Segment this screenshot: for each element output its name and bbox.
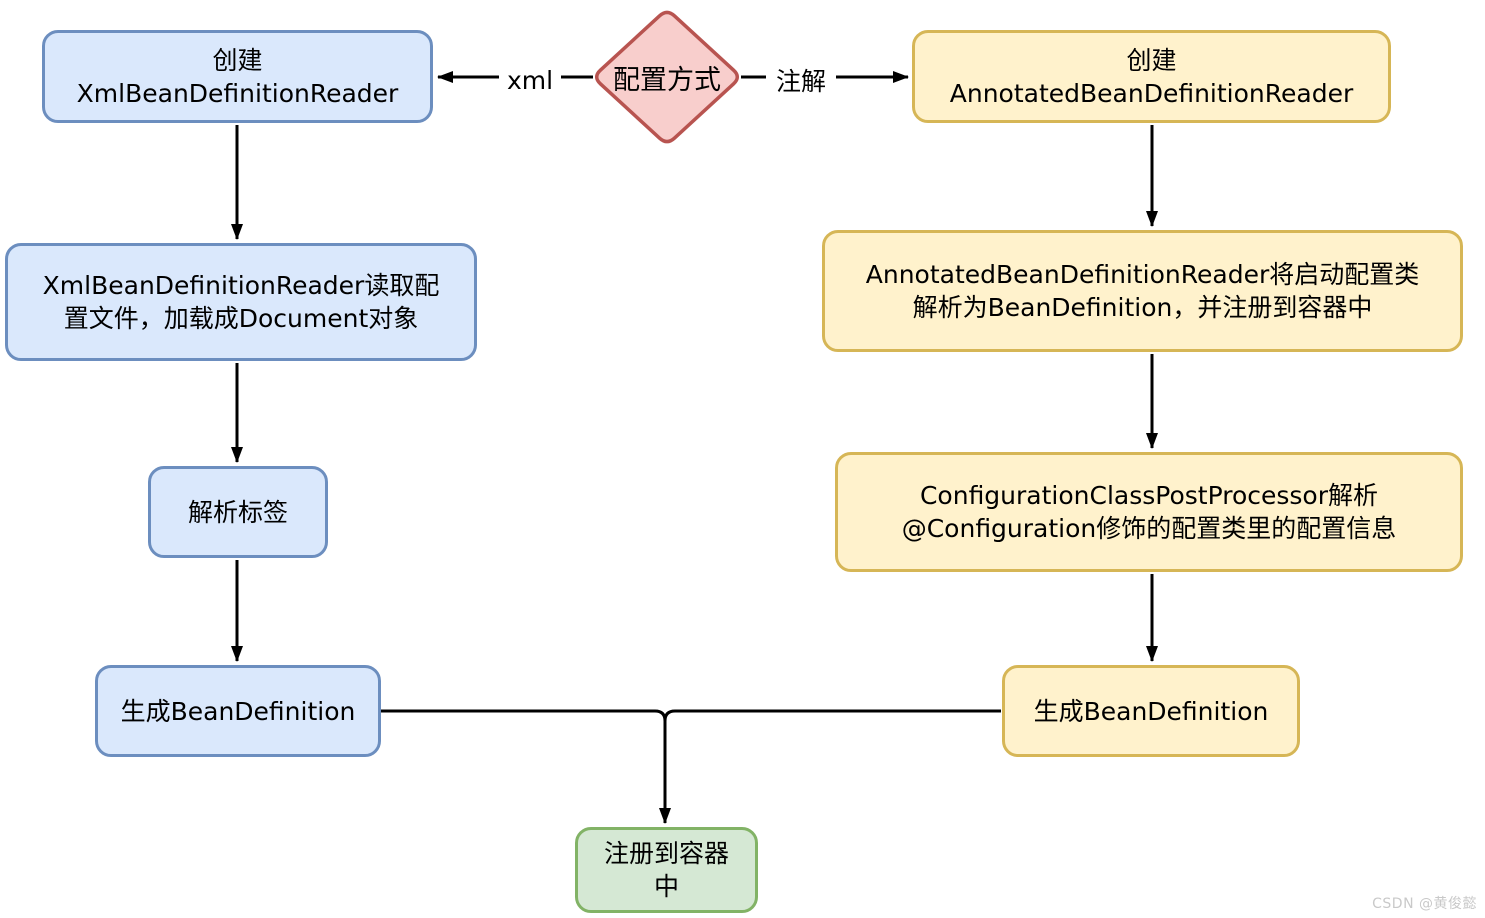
decision-node-label: 配置方式 (613, 64, 721, 96)
node-create-annotated-bean-definition-reader: 创建 AnnotatedBeanDefinitionReader (912, 30, 1391, 123)
node-parse-tags: 解析标签 (148, 466, 328, 558)
node-xml-generate-bean-definition: 生成BeanDefinition (95, 665, 381, 757)
node-register-to-container: 注册到容器 中 (575, 827, 758, 913)
node-register-config-class: AnnotatedBeanDefinitionReader将启动配置类 解析为B… (822, 230, 1463, 352)
arrow-merge-left-to-register (381, 709, 671, 824)
decision-diamond-shape (594, 10, 740, 144)
edge-label-xml: xml (499, 64, 561, 96)
node-xml-reader-load-document: XmlBeanDefinitionReader读取配 置文件，加载成Docume… (5, 243, 477, 361)
watermark: CSDN @黄俊懿 (1372, 896, 1477, 912)
connector-merge-right (663, 709, 1001, 722)
node-configuration-class-post-processor: ConfigurationClassPostProcessor解析 @Confi… (835, 452, 1463, 572)
node-create-xml-bean-definition-reader: 创建 XmlBeanDefinitionReader (42, 30, 433, 123)
node-anno-generate-bean-definition: 生成BeanDefinition (1002, 665, 1300, 757)
edge-label-annotation: 注解 (766, 62, 836, 98)
